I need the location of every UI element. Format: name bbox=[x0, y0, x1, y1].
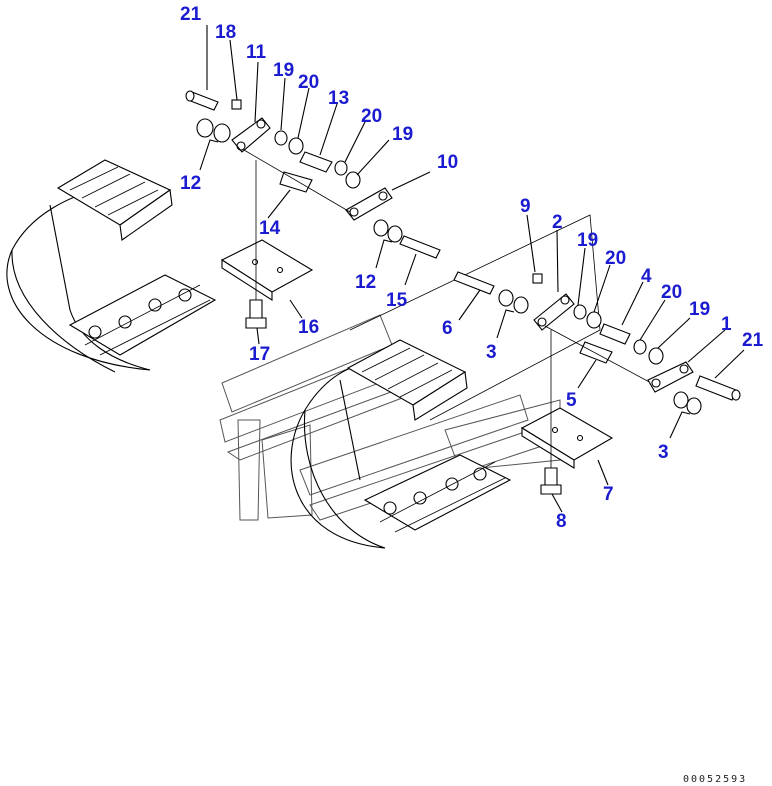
callout-20: 20 bbox=[661, 282, 682, 303]
callout-20: 20 bbox=[361, 106, 382, 127]
callout-15: 15 bbox=[386, 290, 408, 311]
track-assembly-left bbox=[6, 159, 217, 373]
callout-7: 7 bbox=[603, 484, 614, 505]
callout-19: 19 bbox=[392, 124, 413, 145]
callout-labels: 21 18 11 19 20 13 20 19 10 12 14 12 15 1… bbox=[180, 4, 764, 532]
callout-13: 13 bbox=[328, 88, 349, 109]
callout-12: 12 bbox=[355, 272, 376, 293]
callout-10: 10 bbox=[437, 152, 458, 173]
callout-3: 3 bbox=[658, 442, 669, 463]
callout-4: 4 bbox=[641, 266, 652, 287]
callout-8: 8 bbox=[556, 511, 567, 532]
callout-3: 3 bbox=[486, 342, 497, 363]
callout-11: 11 bbox=[246, 42, 267, 63]
callout-19: 19 bbox=[689, 299, 710, 320]
callout-21: 21 bbox=[180, 4, 202, 25]
callout-5: 5 bbox=[566, 390, 577, 411]
upper-exploded-parts bbox=[185, 90, 441, 329]
callout-19: 19 bbox=[577, 230, 598, 251]
track-assembly-right bbox=[290, 214, 601, 549]
callout-17: 17 bbox=[249, 344, 270, 365]
callout-20: 20 bbox=[298, 72, 319, 93]
callout-9: 9 bbox=[520, 196, 531, 217]
callout-20: 20 bbox=[605, 248, 626, 269]
callout-16: 16 bbox=[298, 317, 319, 338]
callout-1: 1 bbox=[721, 314, 732, 335]
callout-12: 12 bbox=[180, 173, 201, 194]
callout-19: 19 bbox=[273, 60, 294, 81]
callout-2: 2 bbox=[552, 212, 563, 233]
lower-exploded-parts bbox=[453, 271, 741, 495]
callout-14: 14 bbox=[259, 218, 281, 239]
leader-lines bbox=[199, 25, 745, 513]
callout-18: 18 bbox=[215, 22, 236, 43]
callout-6: 6 bbox=[442, 318, 453, 339]
callout-21: 21 bbox=[742, 330, 764, 351]
drawing-code: 00052593 bbox=[683, 774, 747, 785]
